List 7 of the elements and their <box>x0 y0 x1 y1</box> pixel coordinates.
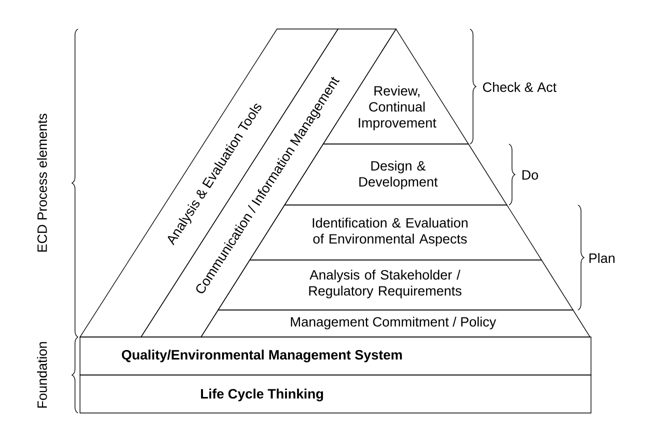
foundation-band: Quality/Environmental Management System <box>80 336 592 376</box>
foundation-band: Life Cycle Thinking <box>80 374 592 414</box>
bracket-label: Check & Act <box>483 82 557 92</box>
bracket-label: ECD Process elements <box>37 114 47 252</box>
bracket-label: Foundation <box>37 342 47 408</box>
bracket-label: Plan <box>589 253 614 263</box>
bracket-label: Do <box>522 170 538 180</box>
